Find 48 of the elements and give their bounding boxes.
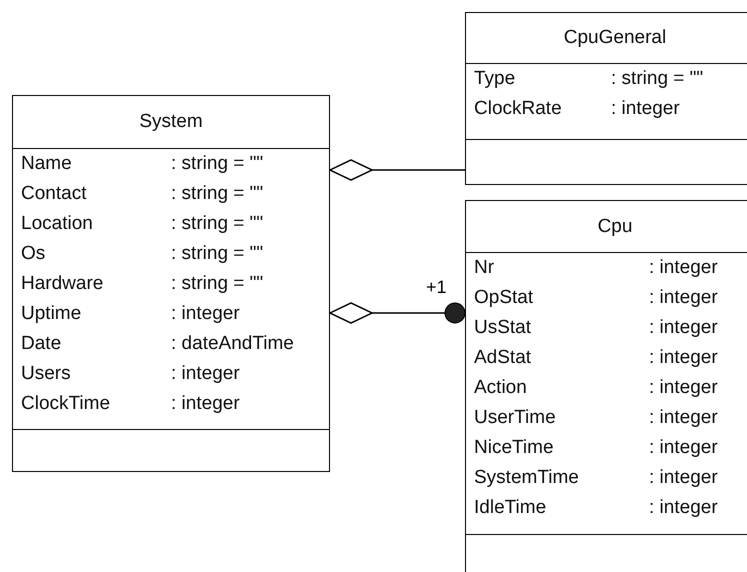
attribute-type: : integer — [611, 98, 680, 120]
attribute-name: ClockRate — [474, 98, 562, 120]
attribute-name: Location — [21, 213, 93, 235]
class-box — [465, 200, 747, 572]
class-box — [12, 95, 330, 472]
attribute-type: : string = "" — [171, 213, 264, 235]
aggregation-connector — [329, 302, 466, 324]
attribute-type: : integer — [649, 257, 718, 279]
attribute-name: Users — [21, 363, 71, 385]
class-box — [465, 12, 747, 185]
attribute-name: Name — [21, 153, 72, 175]
attribute-type: : integer — [649, 347, 718, 369]
aggregation-connector — [329, 159, 465, 181]
attribute-name: Action — [474, 377, 527, 399]
attribute-type: : string = "" — [611, 68, 704, 90]
attribute-type: : integer — [649, 317, 718, 339]
attribute-name: UserTime — [474, 407, 556, 429]
attribute-type: : integer — [649, 287, 718, 309]
attribute-name: IdleTime — [474, 497, 546, 519]
attribute-type: : string = "" — [171, 243, 264, 265]
class-name: CpuGeneral — [564, 27, 666, 49]
attribute-name: UsStat — [474, 317, 532, 339]
attribute-name: Date — [21, 333, 62, 355]
attribute-name: Type — [474, 68, 516, 90]
attribute-name: NiceTime — [474, 437, 554, 459]
attribute-type: : integer — [649, 437, 718, 459]
attribute-type: : string = "" — [171, 183, 264, 205]
attribute-type: : integer — [649, 377, 718, 399]
attribute-name: AdStat — [474, 347, 532, 369]
attribute-type: : integer — [171, 303, 240, 325]
attribute-name: OpStat — [474, 287, 534, 309]
attribute-type: : integer — [171, 393, 240, 415]
attribute-name: Hardware — [21, 273, 104, 295]
attribute-name: Contact — [21, 183, 86, 205]
attribute-type: : integer — [649, 467, 718, 489]
attribute-name: SystemTime — [474, 467, 579, 489]
attribute-type: : integer — [171, 363, 240, 385]
attribute-name: Uptime — [21, 303, 82, 325]
attribute-type: : string = "" — [171, 153, 264, 175]
attribute-type: : dateAndTime — [171, 333, 294, 355]
attribute-type: : string = "" — [171, 273, 264, 295]
attribute-type: : integer — [649, 497, 718, 519]
class-name: System — [139, 111, 203, 133]
attribute-name: ClockTime — [21, 393, 110, 415]
class-name: Cpu — [598, 216, 632, 238]
attribute-name: Nr — [474, 257, 494, 279]
attribute-name: Os — [21, 243, 46, 265]
attribute-type: : integer — [649, 407, 718, 429]
